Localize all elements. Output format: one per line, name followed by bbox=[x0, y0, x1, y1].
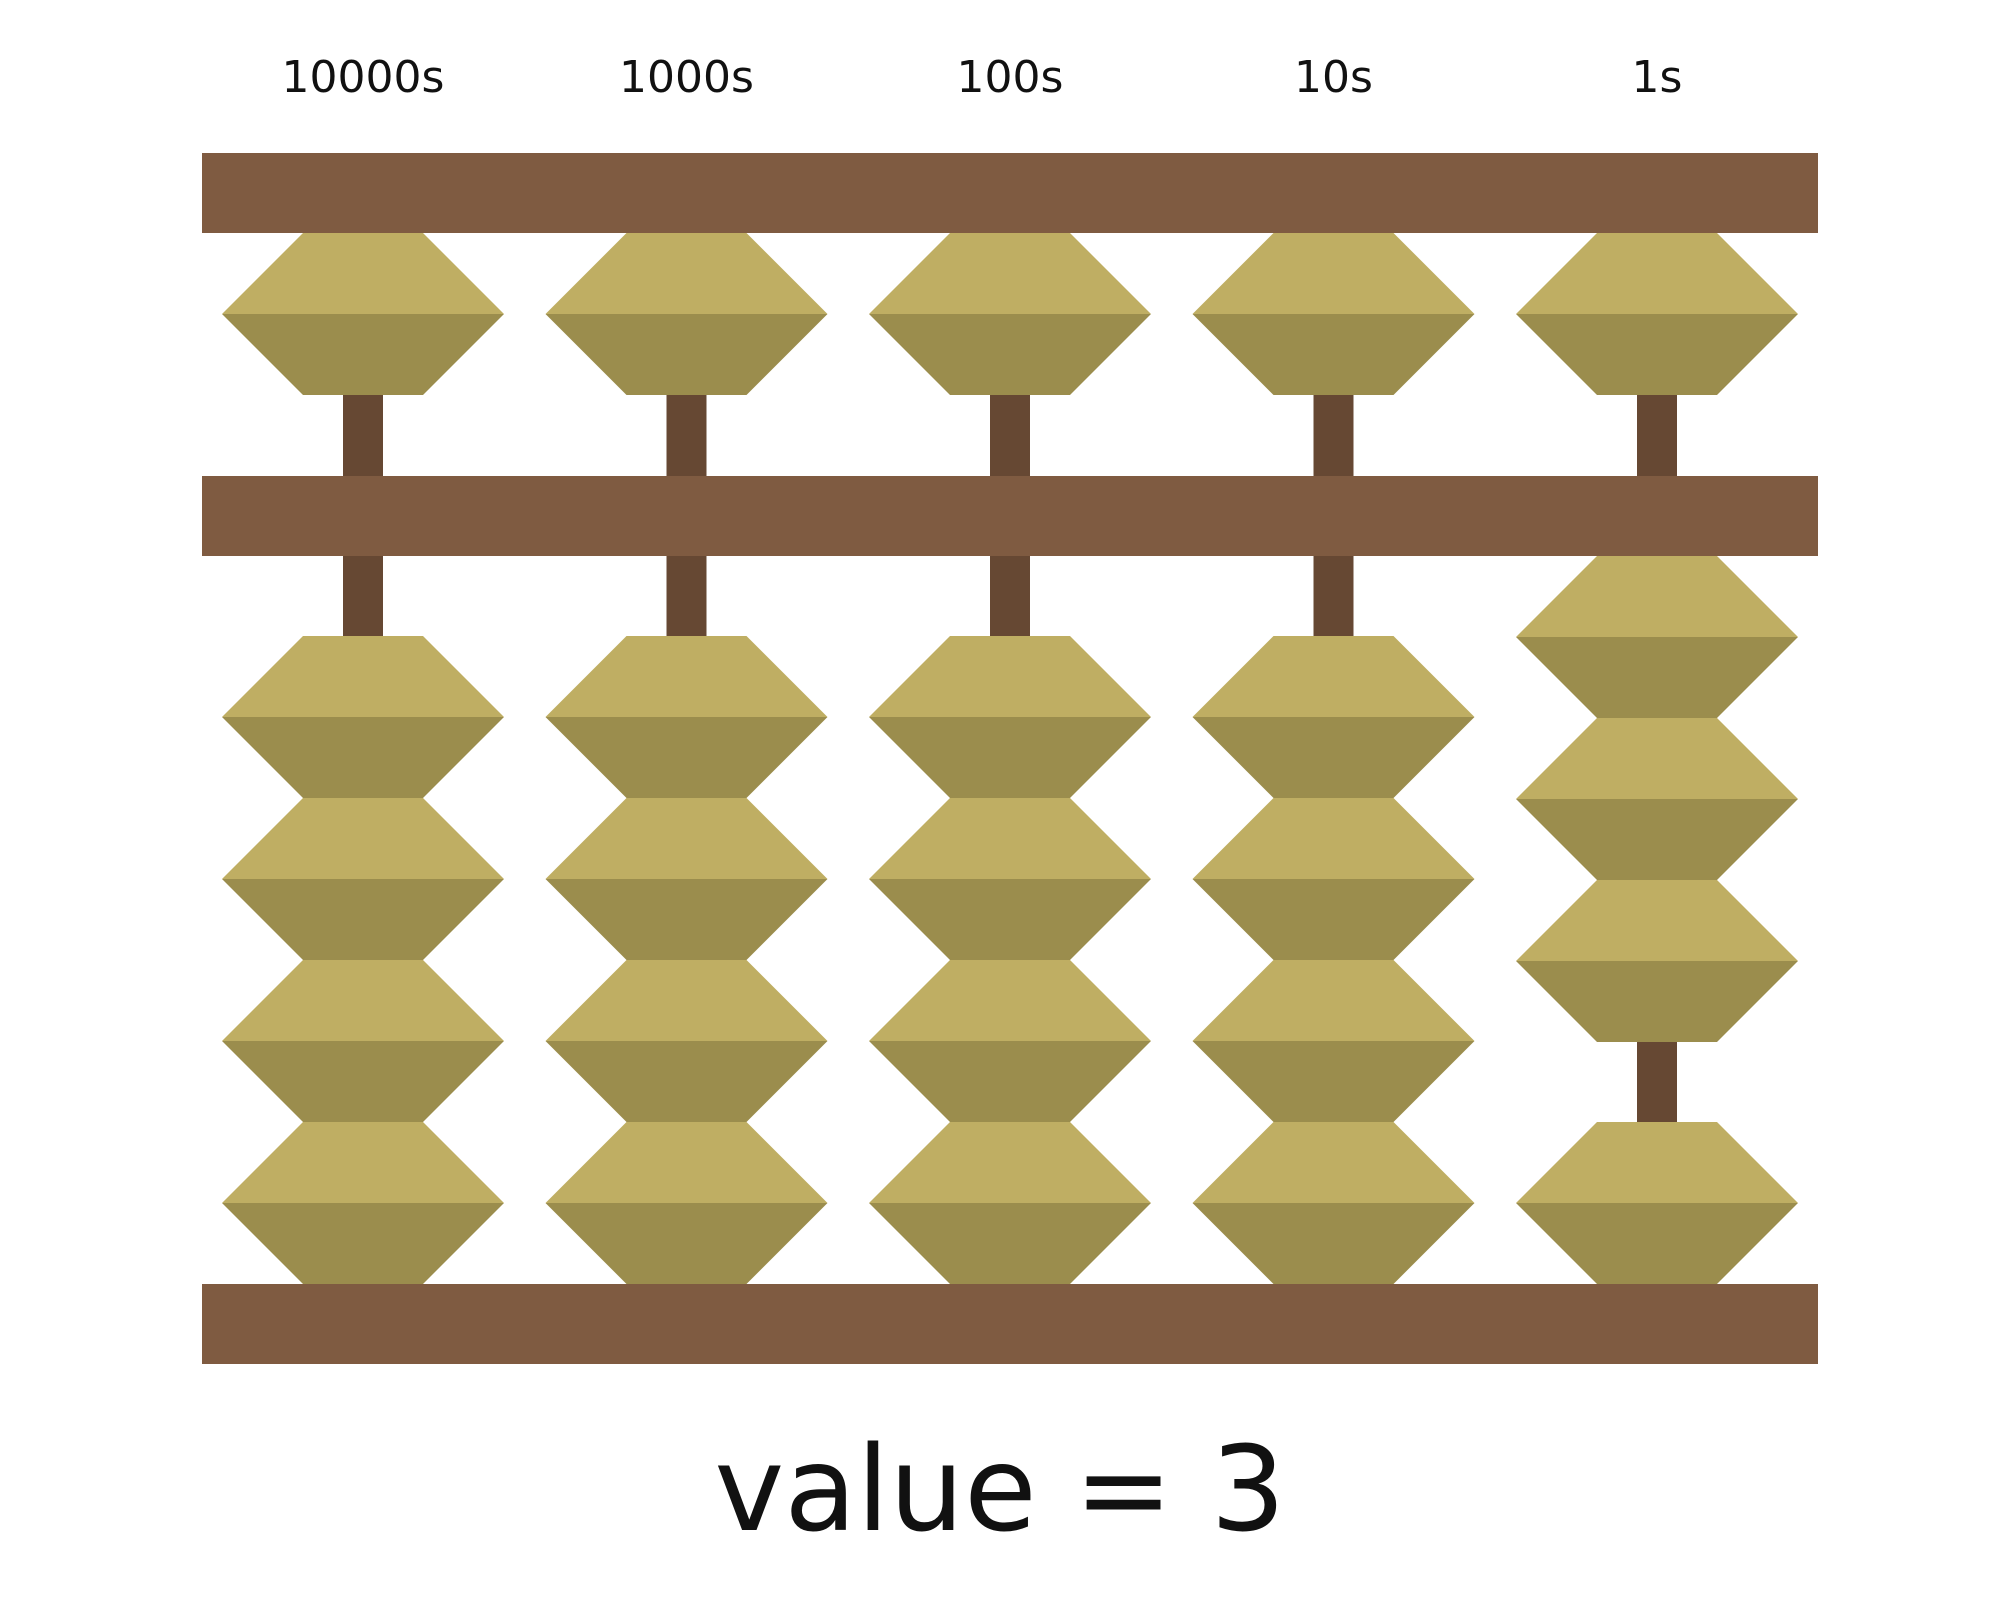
earth-bead-10s bbox=[1192, 636, 1475, 798]
bead-top-half bbox=[1516, 233, 1798, 314]
bead-bottom-half bbox=[869, 1041, 1151, 1122]
heaven-bead-10000s bbox=[222, 233, 504, 395]
bead-top-half bbox=[222, 960, 504, 1041]
earth-bead-10s bbox=[1192, 960, 1475, 1122]
earth-bead-1000s bbox=[545, 960, 828, 1122]
earth-bead-1s bbox=[1516, 556, 1798, 718]
bead-top-half bbox=[1192, 1122, 1475, 1203]
abacus-frame bbox=[202, 153, 1818, 1364]
bead-bottom-half bbox=[222, 717, 504, 798]
bead-bottom-half bbox=[1516, 799, 1798, 880]
bead-top-half bbox=[869, 960, 1151, 1041]
divider-beam bbox=[202, 476, 1818, 556]
bead-bottom-half bbox=[545, 1041, 828, 1122]
bead-bottom-half bbox=[1192, 314, 1475, 395]
bead-top-half bbox=[222, 798, 504, 879]
bead-top-half bbox=[869, 636, 1151, 717]
earth-bead-100s bbox=[869, 636, 1151, 798]
bead-top-half bbox=[1516, 556, 1798, 637]
bead-top-half bbox=[222, 233, 504, 314]
column-labels: 10000s 1000s 100s 10s 1s bbox=[282, 52, 1683, 103]
earth-bead-1000s bbox=[545, 1122, 828, 1284]
beads bbox=[222, 233, 1798, 1284]
bead-top-half bbox=[222, 1122, 504, 1203]
bead-top-half bbox=[222, 636, 504, 717]
heaven-bead-1s bbox=[1516, 233, 1798, 395]
bead-bottom-half bbox=[1192, 717, 1475, 798]
bead-top-half bbox=[1516, 718, 1798, 799]
bead-top-half bbox=[545, 798, 828, 879]
bead-top-half bbox=[1192, 233, 1475, 314]
heaven-bead-100s bbox=[869, 233, 1151, 395]
earth-bead-10s bbox=[1192, 798, 1475, 960]
heaven-bead-1000s bbox=[545, 233, 828, 395]
bead-bottom-half bbox=[1516, 314, 1798, 395]
earth-bead-100s bbox=[869, 960, 1151, 1122]
bead-bottom-half bbox=[545, 879, 828, 960]
earth-bead-10000s bbox=[222, 636, 504, 798]
bead-top-half bbox=[869, 233, 1151, 314]
bead-bottom-half bbox=[1516, 637, 1798, 718]
bead-bottom-half bbox=[869, 717, 1151, 798]
bead-bottom-half bbox=[545, 1203, 828, 1284]
bead-top-half bbox=[545, 960, 828, 1041]
bead-top-half bbox=[1192, 960, 1475, 1041]
column-label-10s: 10s bbox=[1294, 52, 1373, 103]
bead-bottom-half bbox=[1192, 1203, 1475, 1284]
bead-bottom-half bbox=[222, 1203, 504, 1284]
earth-bead-10000s bbox=[222, 960, 504, 1122]
bead-bottom-half bbox=[1192, 1041, 1475, 1122]
bead-bottom-half bbox=[869, 879, 1151, 960]
earth-bead-10000s bbox=[222, 798, 504, 960]
earth-bead-1s bbox=[1516, 880, 1798, 1042]
column-label-1000s: 1000s bbox=[619, 52, 754, 103]
bead-top-half bbox=[869, 798, 1151, 879]
bead-top-half bbox=[1516, 1122, 1798, 1203]
bead-bottom-half bbox=[869, 1203, 1151, 1284]
column-label-100s: 100s bbox=[957, 52, 1064, 103]
bead-bottom-half bbox=[545, 717, 828, 798]
bead-bottom-half bbox=[545, 314, 828, 395]
bead-bottom-half bbox=[869, 314, 1151, 395]
bead-top-half bbox=[1192, 798, 1475, 879]
earth-bead-100s bbox=[869, 798, 1151, 960]
bead-bottom-half bbox=[222, 879, 504, 960]
earth-bead-100s bbox=[869, 1122, 1151, 1284]
bead-top-half bbox=[545, 636, 828, 717]
bead-top-half bbox=[545, 233, 828, 314]
bead-top-half bbox=[545, 1122, 828, 1203]
column-label-10000s: 10000s bbox=[282, 52, 445, 103]
column-label-1s: 1s bbox=[1632, 52, 1683, 103]
earth-bead-1s bbox=[1516, 718, 1798, 880]
value-readout: value = 3 bbox=[714, 1420, 1285, 1558]
bead-bottom-half bbox=[222, 314, 504, 395]
heaven-bead-10s bbox=[1192, 233, 1475, 395]
earth-bead-10s bbox=[1192, 1122, 1475, 1284]
earth-bead-1s bbox=[1516, 1122, 1798, 1284]
bottom-frame-bar bbox=[202, 1284, 1818, 1364]
bead-bottom-half bbox=[222, 1041, 504, 1122]
bead-top-half bbox=[1516, 880, 1798, 961]
bead-bottom-half bbox=[1516, 961, 1798, 1042]
bead-top-half bbox=[1192, 636, 1475, 717]
earth-bead-1000s bbox=[545, 798, 828, 960]
bead-top-half bbox=[869, 1122, 1151, 1203]
top-frame-bar bbox=[202, 153, 1818, 233]
earth-bead-1000s bbox=[545, 636, 828, 798]
earth-bead-10000s bbox=[222, 1122, 504, 1284]
bead-bottom-half bbox=[1192, 879, 1475, 960]
bead-bottom-half bbox=[1516, 1203, 1798, 1284]
